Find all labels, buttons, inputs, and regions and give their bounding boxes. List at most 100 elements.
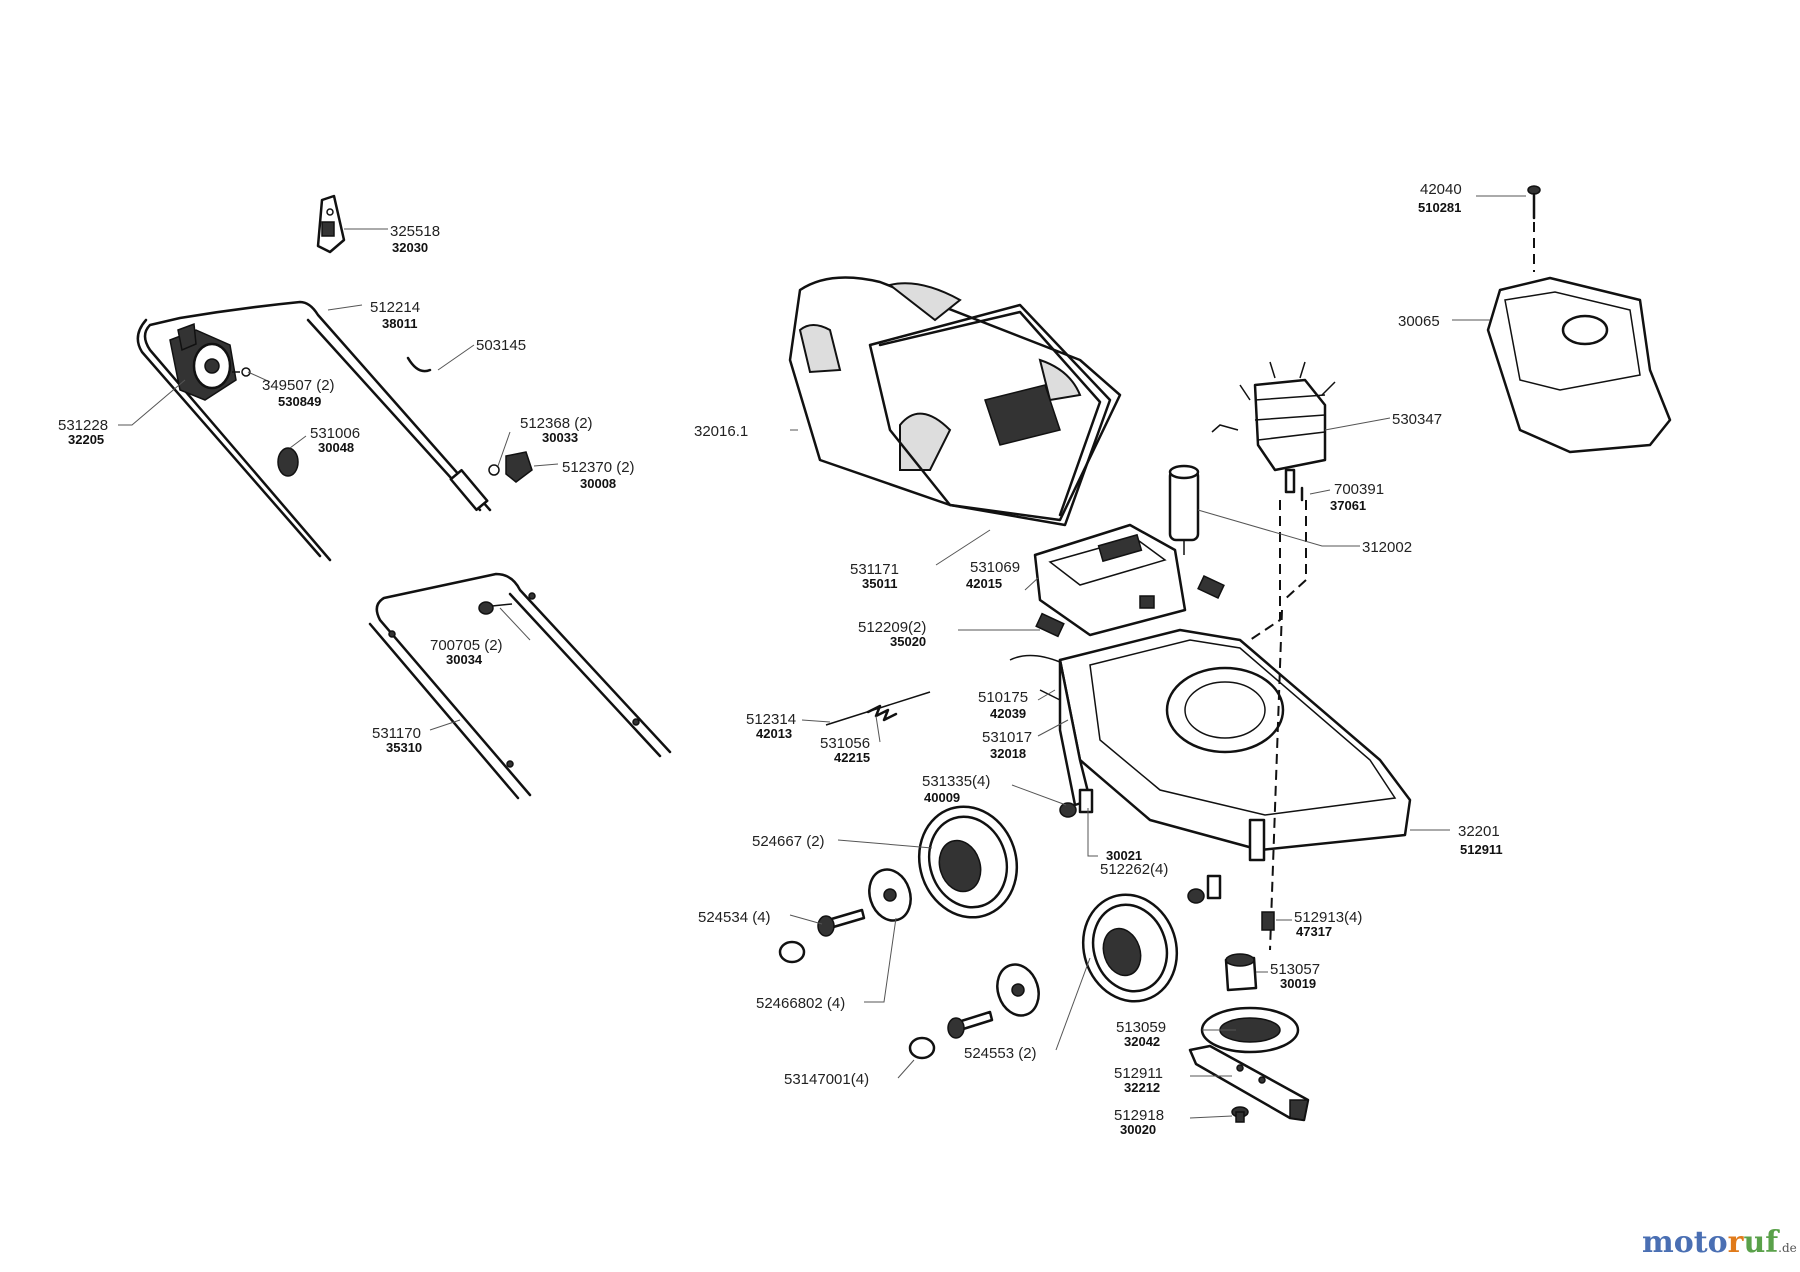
- part-label-312002: 312002: [1362, 539, 1412, 556]
- blade-drawing: [1188, 1044, 1310, 1122]
- switch-screw-drawing: [232, 367, 251, 377]
- svg-text:32030: 32030: [392, 240, 428, 255]
- motor-cover-drawing: [1486, 276, 1672, 454]
- svg-text:32016.1: 32016.1: [694, 423, 748, 440]
- svg-text:37061: 37061: [1330, 498, 1366, 513]
- rear-guard-drawing: [1033, 523, 1187, 637]
- blade-screw-drawing: [1261, 911, 1275, 931]
- part-label-700391: 700391 37061: [1330, 481, 1384, 513]
- part-label-531171: 531171 35011: [850, 561, 899, 591]
- part-label-503145: 503145: [476, 337, 526, 354]
- svg-text:512918: 512918: [1114, 1107, 1164, 1124]
- svg-text:42039: 42039: [990, 706, 1026, 721]
- svg-text:531056: 531056: [820, 735, 870, 752]
- part-label-531170: 531170 35310: [372, 725, 422, 755]
- svg-text:38011: 38011: [382, 316, 417, 331]
- part-label-512214: 512214 38011: [370, 299, 420, 331]
- svg-text:40009: 40009: [924, 790, 960, 805]
- brand-logo: motoruf.de: [1642, 1225, 1797, 1260]
- switch-box-drawing: [169, 322, 237, 401]
- svg-text:512911: 512911: [1114, 1065, 1163, 1082]
- svg-text:35011: 35011: [862, 576, 897, 591]
- part-label-512368: 512368 (2) 30033: [520, 415, 593, 445]
- svg-text:32018: 32018: [990, 746, 1026, 761]
- svg-text:349507 (2): 349507 (2): [262, 377, 335, 394]
- part-label-531017: 531017 32018: [982, 729, 1032, 761]
- part-label-531069: 531069 42015: [966, 559, 1020, 591]
- upper-handle-drawing: [136, 300, 492, 562]
- part-label-52466802: 52466802 (4): [756, 995, 845, 1012]
- part-label-512209: 512209(2) 35020: [858, 619, 926, 649]
- brand-tld: .de: [1778, 1241, 1797, 1255]
- part-label-512262: 512262(4) 30021: [1100, 848, 1168, 878]
- svg-text:30065: 30065: [1398, 313, 1440, 330]
- cable-clip-drawing: [316, 194, 346, 254]
- svg-text:524534 (4): 524534 (4): [698, 909, 771, 926]
- part-label-531228: 531228 32205: [58, 417, 108, 447]
- part-label-513059: 513059 32042: [1116, 1019, 1166, 1049]
- svg-text:30021: 30021: [1106, 848, 1142, 863]
- brand-part-3: uf: [1743, 1225, 1779, 1260]
- svg-text:512209(2): 512209(2): [858, 619, 926, 636]
- svg-text:531069: 531069: [970, 559, 1020, 576]
- spring-rod-drawing: [825, 691, 931, 726]
- svg-text:30020: 30020: [1120, 1122, 1156, 1137]
- svg-text:531228: 531228: [58, 417, 108, 434]
- svg-text:524667 (2): 524667 (2): [752, 833, 825, 850]
- svg-text:512314: 512314: [746, 711, 796, 728]
- part-label-512314: 512314 42013: [746, 711, 796, 741]
- svg-text:42040: 42040: [1420, 181, 1462, 198]
- svg-text:503145: 503145: [476, 337, 526, 354]
- svg-text:531335(4): 531335(4): [922, 773, 990, 790]
- guard-clip-drawing: [1035, 575, 1225, 638]
- svg-text:42015: 42015: [966, 576, 1002, 591]
- part-label-524553: 524553 (2): [964, 1045, 1037, 1062]
- part-label-530347: 530347: [1392, 411, 1442, 428]
- svg-text:30019: 30019: [1280, 976, 1316, 991]
- svg-text:32205: 32205: [68, 432, 104, 447]
- axle-plate-drawing: [1078, 788, 1222, 900]
- svg-text:512913(4): 512913(4): [1294, 909, 1362, 926]
- handle-bolt-drawing: [478, 601, 513, 615]
- handle-knob-drawing: [277, 447, 299, 477]
- part-label-531056: 531056 42215: [820, 735, 870, 765]
- part-label-510175: 510175 42039: [978, 689, 1028, 721]
- assembly-guide-lines: [1249, 222, 1535, 951]
- deck-housing-drawing: [1009, 628, 1412, 862]
- svg-text:524553 (2): 524553 (2): [964, 1045, 1037, 1062]
- svg-text:510175: 510175: [978, 689, 1028, 706]
- svg-text:32042: 32042: [1124, 1034, 1160, 1049]
- svg-text:512911: 512911: [1460, 842, 1503, 857]
- part-label-700705: 700705 (2) 30034: [430, 637, 503, 667]
- axle-bolt-drawing: [817, 908, 994, 1039]
- part-label-524534: 524534 (4): [698, 909, 771, 926]
- svg-text:53147001(4): 53147001(4): [784, 1071, 869, 1088]
- svg-text:32212: 32212: [1124, 1080, 1160, 1095]
- svg-text:510281: 510281: [1418, 200, 1461, 215]
- motor-drawing: [1211, 361, 1336, 494]
- part-label-349507: 349507 (2) 530849: [262, 377, 335, 409]
- svg-text:531006: 531006: [310, 425, 360, 442]
- svg-text:30033: 30033: [542, 430, 578, 445]
- part-label-42040: 42040 510281: [1418, 181, 1462, 215]
- part-label-53147001: 53147001(4): [784, 1071, 869, 1088]
- svg-text:531171: 531171: [850, 561, 899, 578]
- leader-lines: [118, 195, 1526, 1119]
- svg-text:52466802 (4): 52466802 (4): [756, 995, 845, 1012]
- svg-text:325518: 325518: [390, 223, 440, 240]
- svg-text:42013: 42013: [756, 726, 792, 741]
- svg-text:35310: 35310: [386, 740, 422, 755]
- part-label-513057: 513057 30019: [1270, 961, 1320, 991]
- svg-text:700705 (2): 700705 (2): [430, 637, 503, 654]
- svg-text:513057: 513057: [1270, 961, 1320, 978]
- part-label-325518: 325518 32030: [390, 223, 440, 255]
- cable-hook-drawing: [406, 356, 432, 373]
- svg-text:512368 (2): 512368 (2): [520, 415, 593, 432]
- part-label-512370: 512370 (2) 30008: [562, 459, 635, 491]
- svg-text:30048: 30048: [318, 440, 354, 455]
- part-label-524667: 524667 (2): [752, 833, 825, 850]
- capacitor-drawing: [1168, 464, 1200, 555]
- cover-screw-drawing: [1527, 185, 1541, 220]
- svg-text:32201: 32201: [1458, 823, 1500, 840]
- svg-text:531017: 531017: [982, 729, 1032, 746]
